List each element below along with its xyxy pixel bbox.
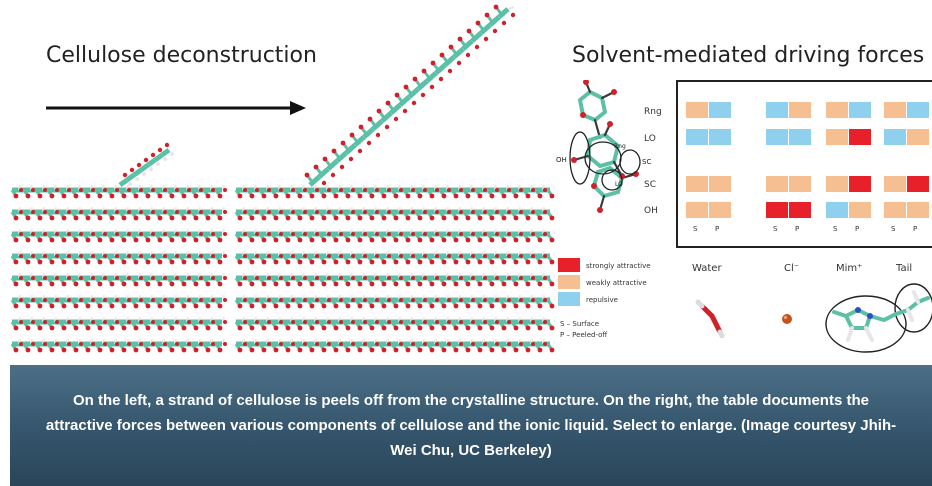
cell-r1-g2-p bbox=[849, 129, 871, 145]
group-label-water: Water bbox=[692, 263, 722, 274]
cell-r3-g1-s bbox=[766, 202, 788, 218]
col-s-mim: S bbox=[833, 225, 838, 233]
imidazolium-icon bbox=[825, 283, 932, 353]
cell-r2-g3-p bbox=[907, 176, 929, 192]
cell-r0-g1-p bbox=[789, 102, 811, 118]
legend-note-surface: S – Surface bbox=[560, 320, 600, 328]
row-label-sc: SC bbox=[644, 180, 656, 190]
cell-r1-g0-p bbox=[709, 129, 731, 145]
legend-swatch-strong bbox=[558, 258, 580, 272]
legend-note-peeled: P – Peeled-off bbox=[560, 331, 608, 339]
cell-r3-g2-s bbox=[826, 202, 848, 218]
cell-r1-g1-p bbox=[789, 129, 811, 145]
mol-label-rng: Rng bbox=[614, 143, 626, 150]
cell-r3-g0-s bbox=[686, 202, 708, 218]
cell-r2-g3-s bbox=[884, 176, 906, 192]
col-p-cl: P bbox=[795, 225, 800, 233]
chloride-ion-icon bbox=[782, 314, 792, 324]
group-label-chloride: Cl⁻ bbox=[784, 263, 800, 274]
cell-r0-g0-p bbox=[709, 102, 731, 118]
cell-r3-g0-p bbox=[709, 202, 731, 218]
figure-image[interactable]: Cellulose deconstruction Solvent-mediate… bbox=[10, 0, 932, 365]
cell-r2-g1-p bbox=[789, 176, 811, 192]
col-s-tail: S bbox=[891, 225, 896, 233]
col-s-water: S bbox=[693, 225, 698, 233]
cell-r2-g2-s bbox=[826, 176, 848, 192]
caption-text: On the left, a strand of cellulose is pe… bbox=[45, 392, 897, 459]
mol-label-oh: OH bbox=[556, 156, 567, 164]
mol-label-sc: SC bbox=[642, 158, 651, 166]
cell-r0-g3-p bbox=[907, 102, 929, 118]
col-p-water: P bbox=[715, 225, 720, 233]
legend-label-strong: strongly attractive bbox=[586, 262, 651, 270]
mol-label-lo: LO bbox=[615, 181, 623, 188]
col-p-mim: P bbox=[855, 225, 860, 233]
caption-bar: On the left, a strand of cellulose is pe… bbox=[10, 365, 932, 486]
row-label-oh: OH bbox=[644, 206, 658, 216]
group-label-mim: Mim⁺ bbox=[836, 263, 863, 274]
legend-swatch-repulsive bbox=[558, 292, 580, 306]
legend-label-repulsive: repulsive bbox=[586, 296, 618, 304]
title-solvent-driving-forces: Solvent-mediated driving forces bbox=[572, 43, 925, 68]
cell-r1-g1-s bbox=[766, 129, 788, 145]
cellulose-crystal-illustration bbox=[10, 4, 555, 353]
cell-r1-g3-p bbox=[907, 129, 929, 145]
cell-r0-g0-s bbox=[686, 102, 708, 118]
cell-r0-g2-s bbox=[826, 102, 848, 118]
group-label-tail: Tail bbox=[896, 263, 913, 274]
cell-r1-g0-s bbox=[686, 129, 708, 145]
cell-r2-g0-s bbox=[686, 176, 708, 192]
water-molecule-icon bbox=[695, 299, 725, 338]
cellulose-monomer-diagram: OH Rng SC LO bbox=[556, 80, 651, 213]
title-cellulose-deconstruction: Cellulose deconstruction bbox=[46, 43, 317, 68]
cell-r3-g1-p bbox=[789, 202, 811, 218]
row-label-rng: Rng bbox=[644, 107, 662, 117]
cell-r3-g3-s bbox=[884, 202, 906, 218]
cell-r2-g2-p bbox=[849, 176, 871, 192]
cell-r0-g1-s bbox=[766, 102, 788, 118]
cell-r2-g1-s bbox=[766, 176, 788, 192]
legend-label-weak: weakly attractive bbox=[586, 279, 647, 287]
cell-r3-g3-p bbox=[907, 202, 929, 218]
cell-r2-g0-p bbox=[709, 176, 731, 192]
legend-swatch-weak bbox=[558, 275, 580, 289]
cell-r3-g2-p bbox=[849, 202, 871, 218]
arrow-right-icon bbox=[46, 101, 306, 115]
cell-r1-g3-s bbox=[884, 129, 906, 145]
cell-r0-g3-s bbox=[884, 102, 906, 118]
cell-r0-g2-p bbox=[849, 102, 871, 118]
cell-r1-g2-s bbox=[826, 129, 848, 145]
row-label-lo: LO bbox=[644, 134, 656, 144]
col-s-cl: S bbox=[773, 225, 778, 233]
col-p-tail: P bbox=[913, 225, 918, 233]
